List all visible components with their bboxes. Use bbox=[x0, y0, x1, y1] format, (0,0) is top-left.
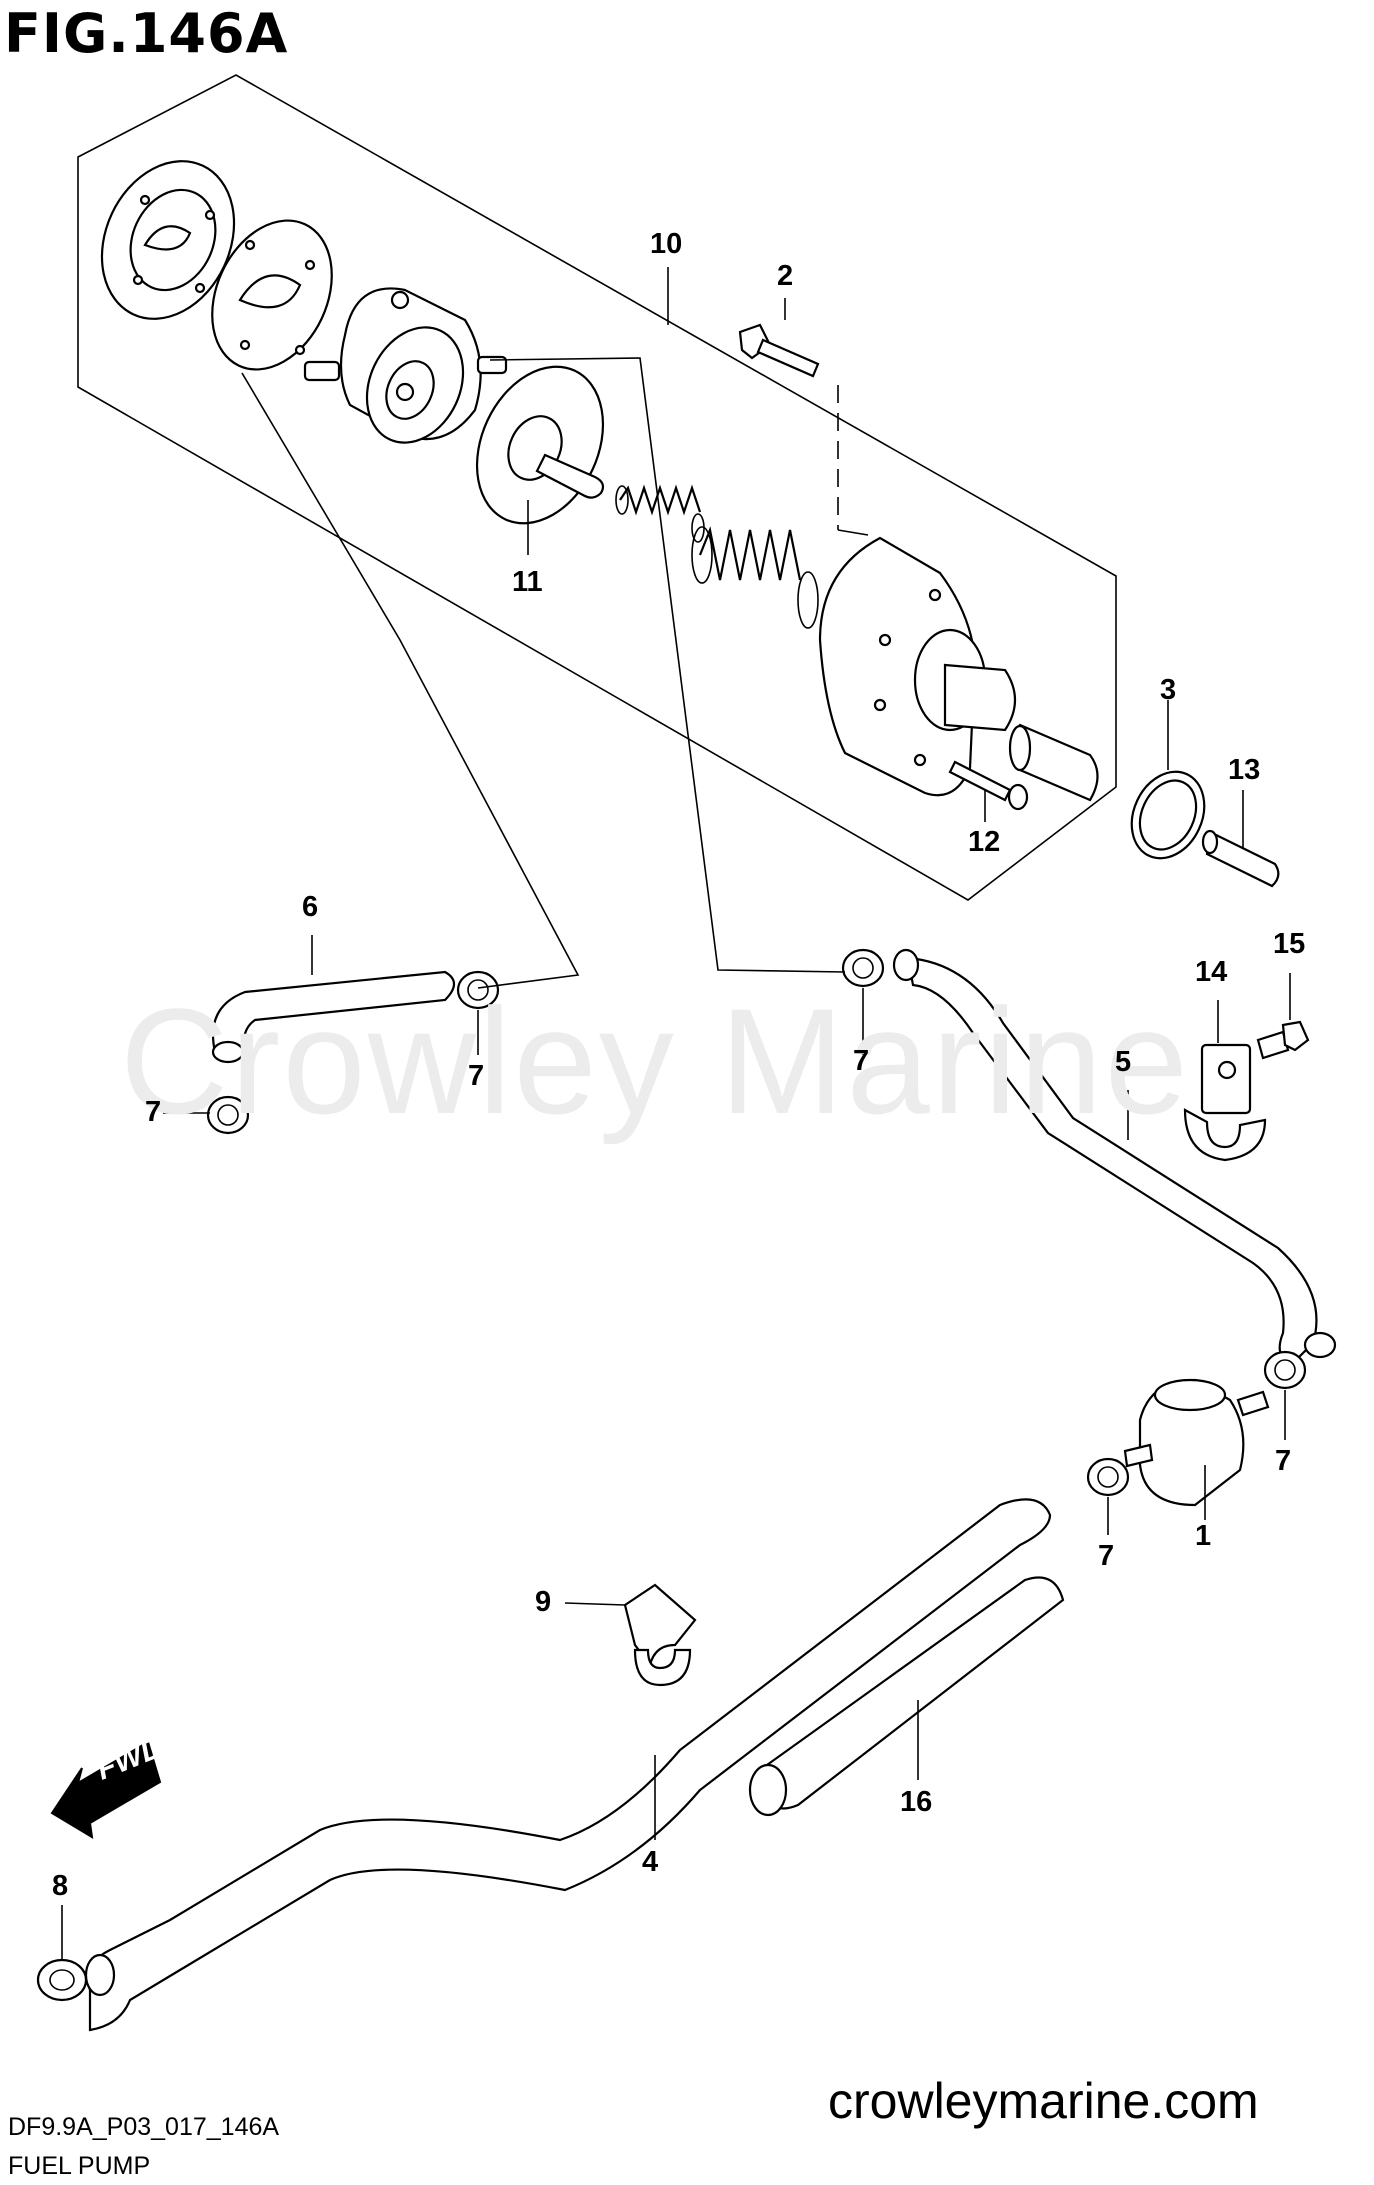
callout-2: 2 bbox=[777, 260, 794, 292]
callout-1: 1 bbox=[1195, 1520, 1212, 1552]
bolt-15 bbox=[1256, 1020, 1310, 1060]
hose-clip-7-b bbox=[206, 1095, 250, 1135]
diaphragm bbox=[475, 365, 605, 525]
bolt-2 bbox=[738, 323, 820, 378]
hose-clip-7-e bbox=[1086, 1457, 1130, 1497]
screw-12 bbox=[948, 760, 1029, 811]
callout-7-b: 7 bbox=[145, 1096, 162, 1128]
callout-7-a: 7 bbox=[468, 1060, 485, 1092]
pin-13 bbox=[1201, 829, 1280, 888]
exploded-view-frame bbox=[77, 74, 1117, 901]
callout-13: 13 bbox=[1228, 754, 1261, 786]
callout-3: 3 bbox=[1160, 674, 1177, 706]
callout-7-c: 7 bbox=[853, 1045, 870, 1077]
small-spring bbox=[615, 484, 705, 543]
callout-11: 11 bbox=[512, 566, 543, 598]
callout-6: 6 bbox=[302, 891, 319, 923]
fwd-arrow bbox=[50, 1740, 162, 1839]
pushrod bbox=[1008, 723, 1099, 802]
pump-body bbox=[303, 287, 508, 444]
callout-4: 4 bbox=[642, 1846, 659, 1878]
diagram-name: FUEL PUMP bbox=[8, 2152, 151, 2180]
hose-4 bbox=[86, 1498, 1052, 2032]
clamp-14 bbox=[1183, 1043, 1267, 1162]
hose-clip-7-a bbox=[456, 970, 500, 1010]
large-spring bbox=[691, 526, 819, 629]
hose-clip-8 bbox=[36, 1958, 88, 2002]
callout-12: 12 bbox=[968, 826, 1001, 858]
callout-15: 15 bbox=[1273, 928, 1306, 960]
clip-9 bbox=[623, 1583, 697, 1687]
pump-gasket bbox=[211, 219, 333, 371]
o-ring-3 bbox=[1130, 770, 1206, 860]
hose-clip-7-c bbox=[841, 948, 885, 988]
leader-lines bbox=[61, 267, 1291, 1960]
pump-cover-plate bbox=[100, 160, 236, 320]
callout-9: 9 bbox=[535, 1586, 552, 1618]
website-url: crowleymarine.com bbox=[828, 2073, 1259, 2129]
diagram-code: DF9.9A_P03_017_146A bbox=[8, 2113, 280, 2141]
callout-16: 16 bbox=[900, 1786, 933, 1818]
callout-7-d: 7 bbox=[1275, 1445, 1292, 1477]
figure-title: FIG.146A bbox=[4, 2, 289, 65]
watermark: Crowley Marine bbox=[120, 977, 1190, 1145]
callout-14: 14 bbox=[1195, 956, 1228, 988]
hose-clip-7-d bbox=[1263, 1350, 1307, 1390]
callout-10: 10 bbox=[650, 228, 683, 260]
hose-6 bbox=[211, 970, 456, 1057]
callout-5: 5 bbox=[1115, 1046, 1132, 1078]
pump-mounting-flange bbox=[818, 536, 1016, 797]
callout-7-e: 7 bbox=[1098, 1540, 1115, 1572]
fuel-filter-1 bbox=[1123, 1378, 1270, 1507]
callout-8: 8 bbox=[52, 1870, 69, 1902]
